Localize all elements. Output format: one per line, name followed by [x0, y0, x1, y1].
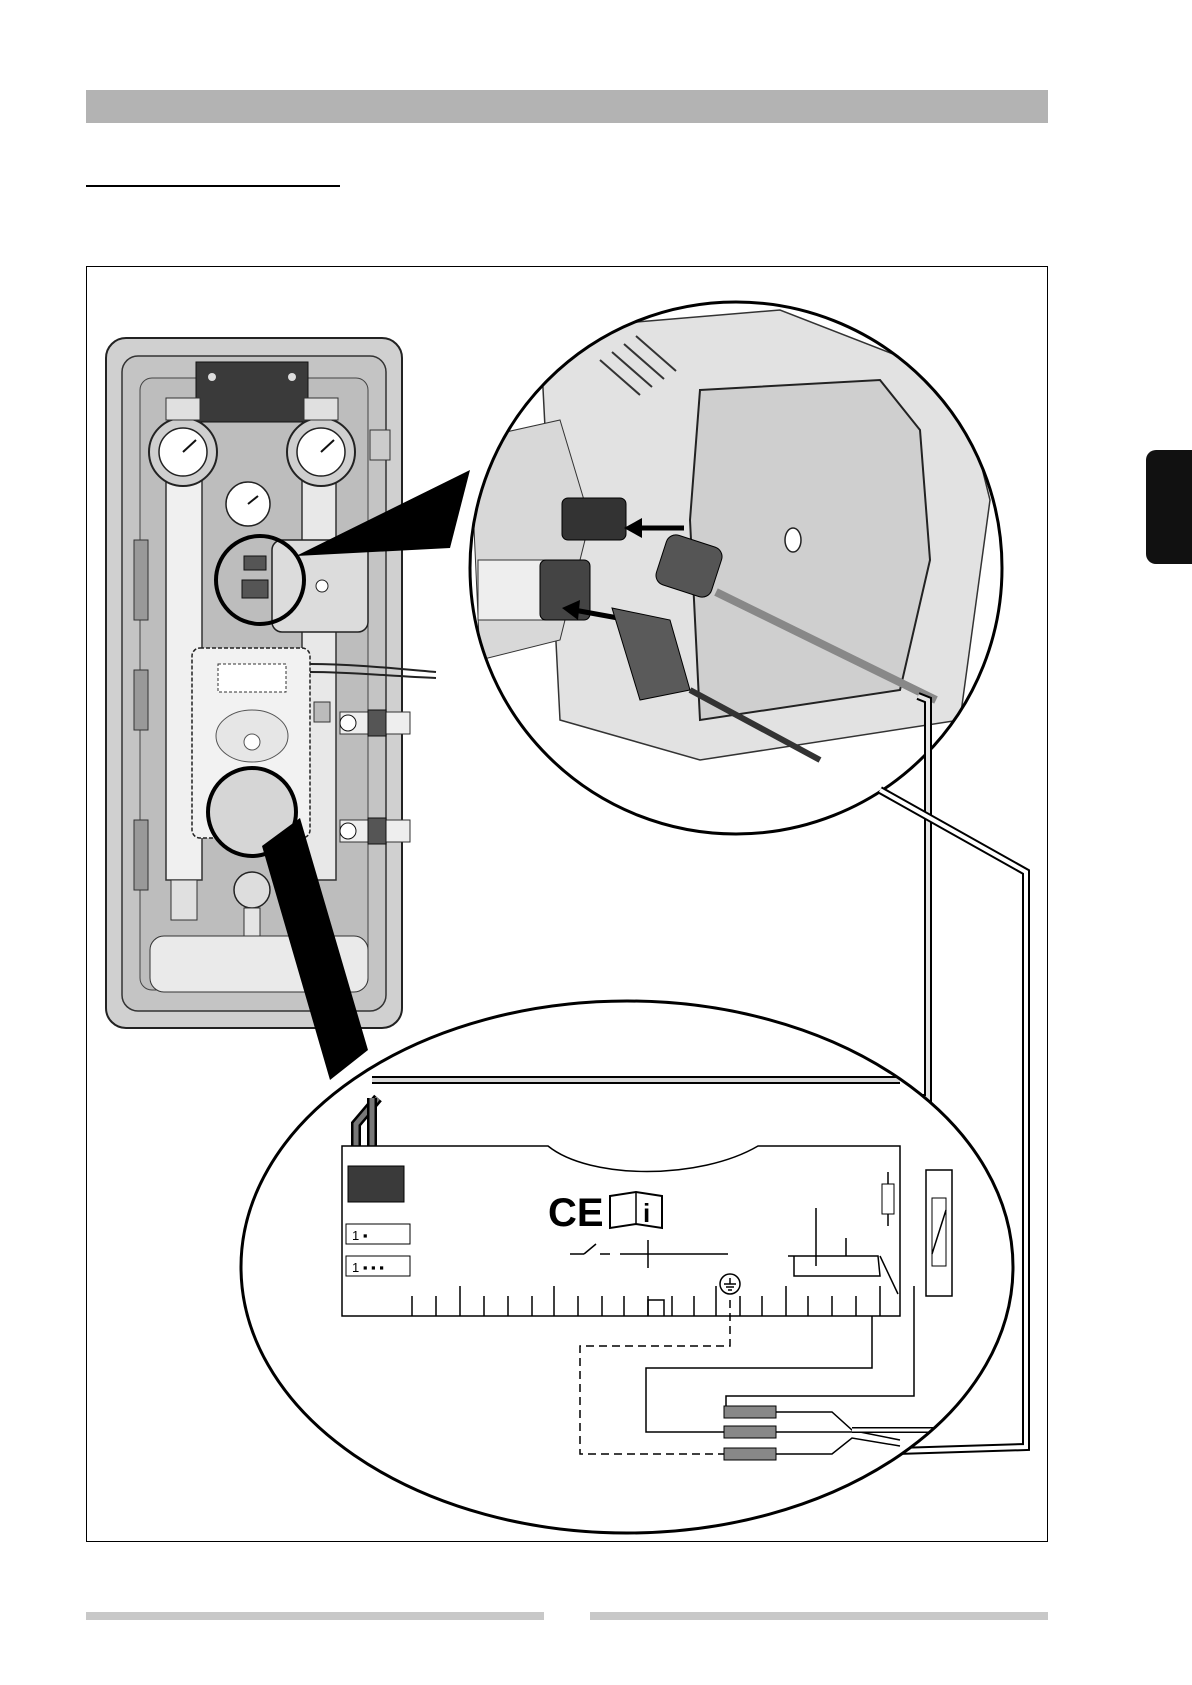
- pump-station: [106, 338, 436, 1028]
- connector-detail: [470, 302, 1002, 834]
- wiring-detail: 1 ▪ 1 ▪ ▪ ▪ CE i: [241, 1001, 1013, 1533]
- connector-four-pin-label: 1 ▪ ▪ ▪: [352, 1260, 384, 1275]
- manual-info-icon: i: [610, 1192, 662, 1228]
- connector-two-pin-label: 1 ▪: [352, 1228, 367, 1243]
- fuse-icon: [882, 1184, 894, 1214]
- svg-text:i: i: [643, 1198, 650, 1228]
- fuse-holder: [926, 1170, 952, 1296]
- ce-mark-icon: CE: [548, 1191, 604, 1235]
